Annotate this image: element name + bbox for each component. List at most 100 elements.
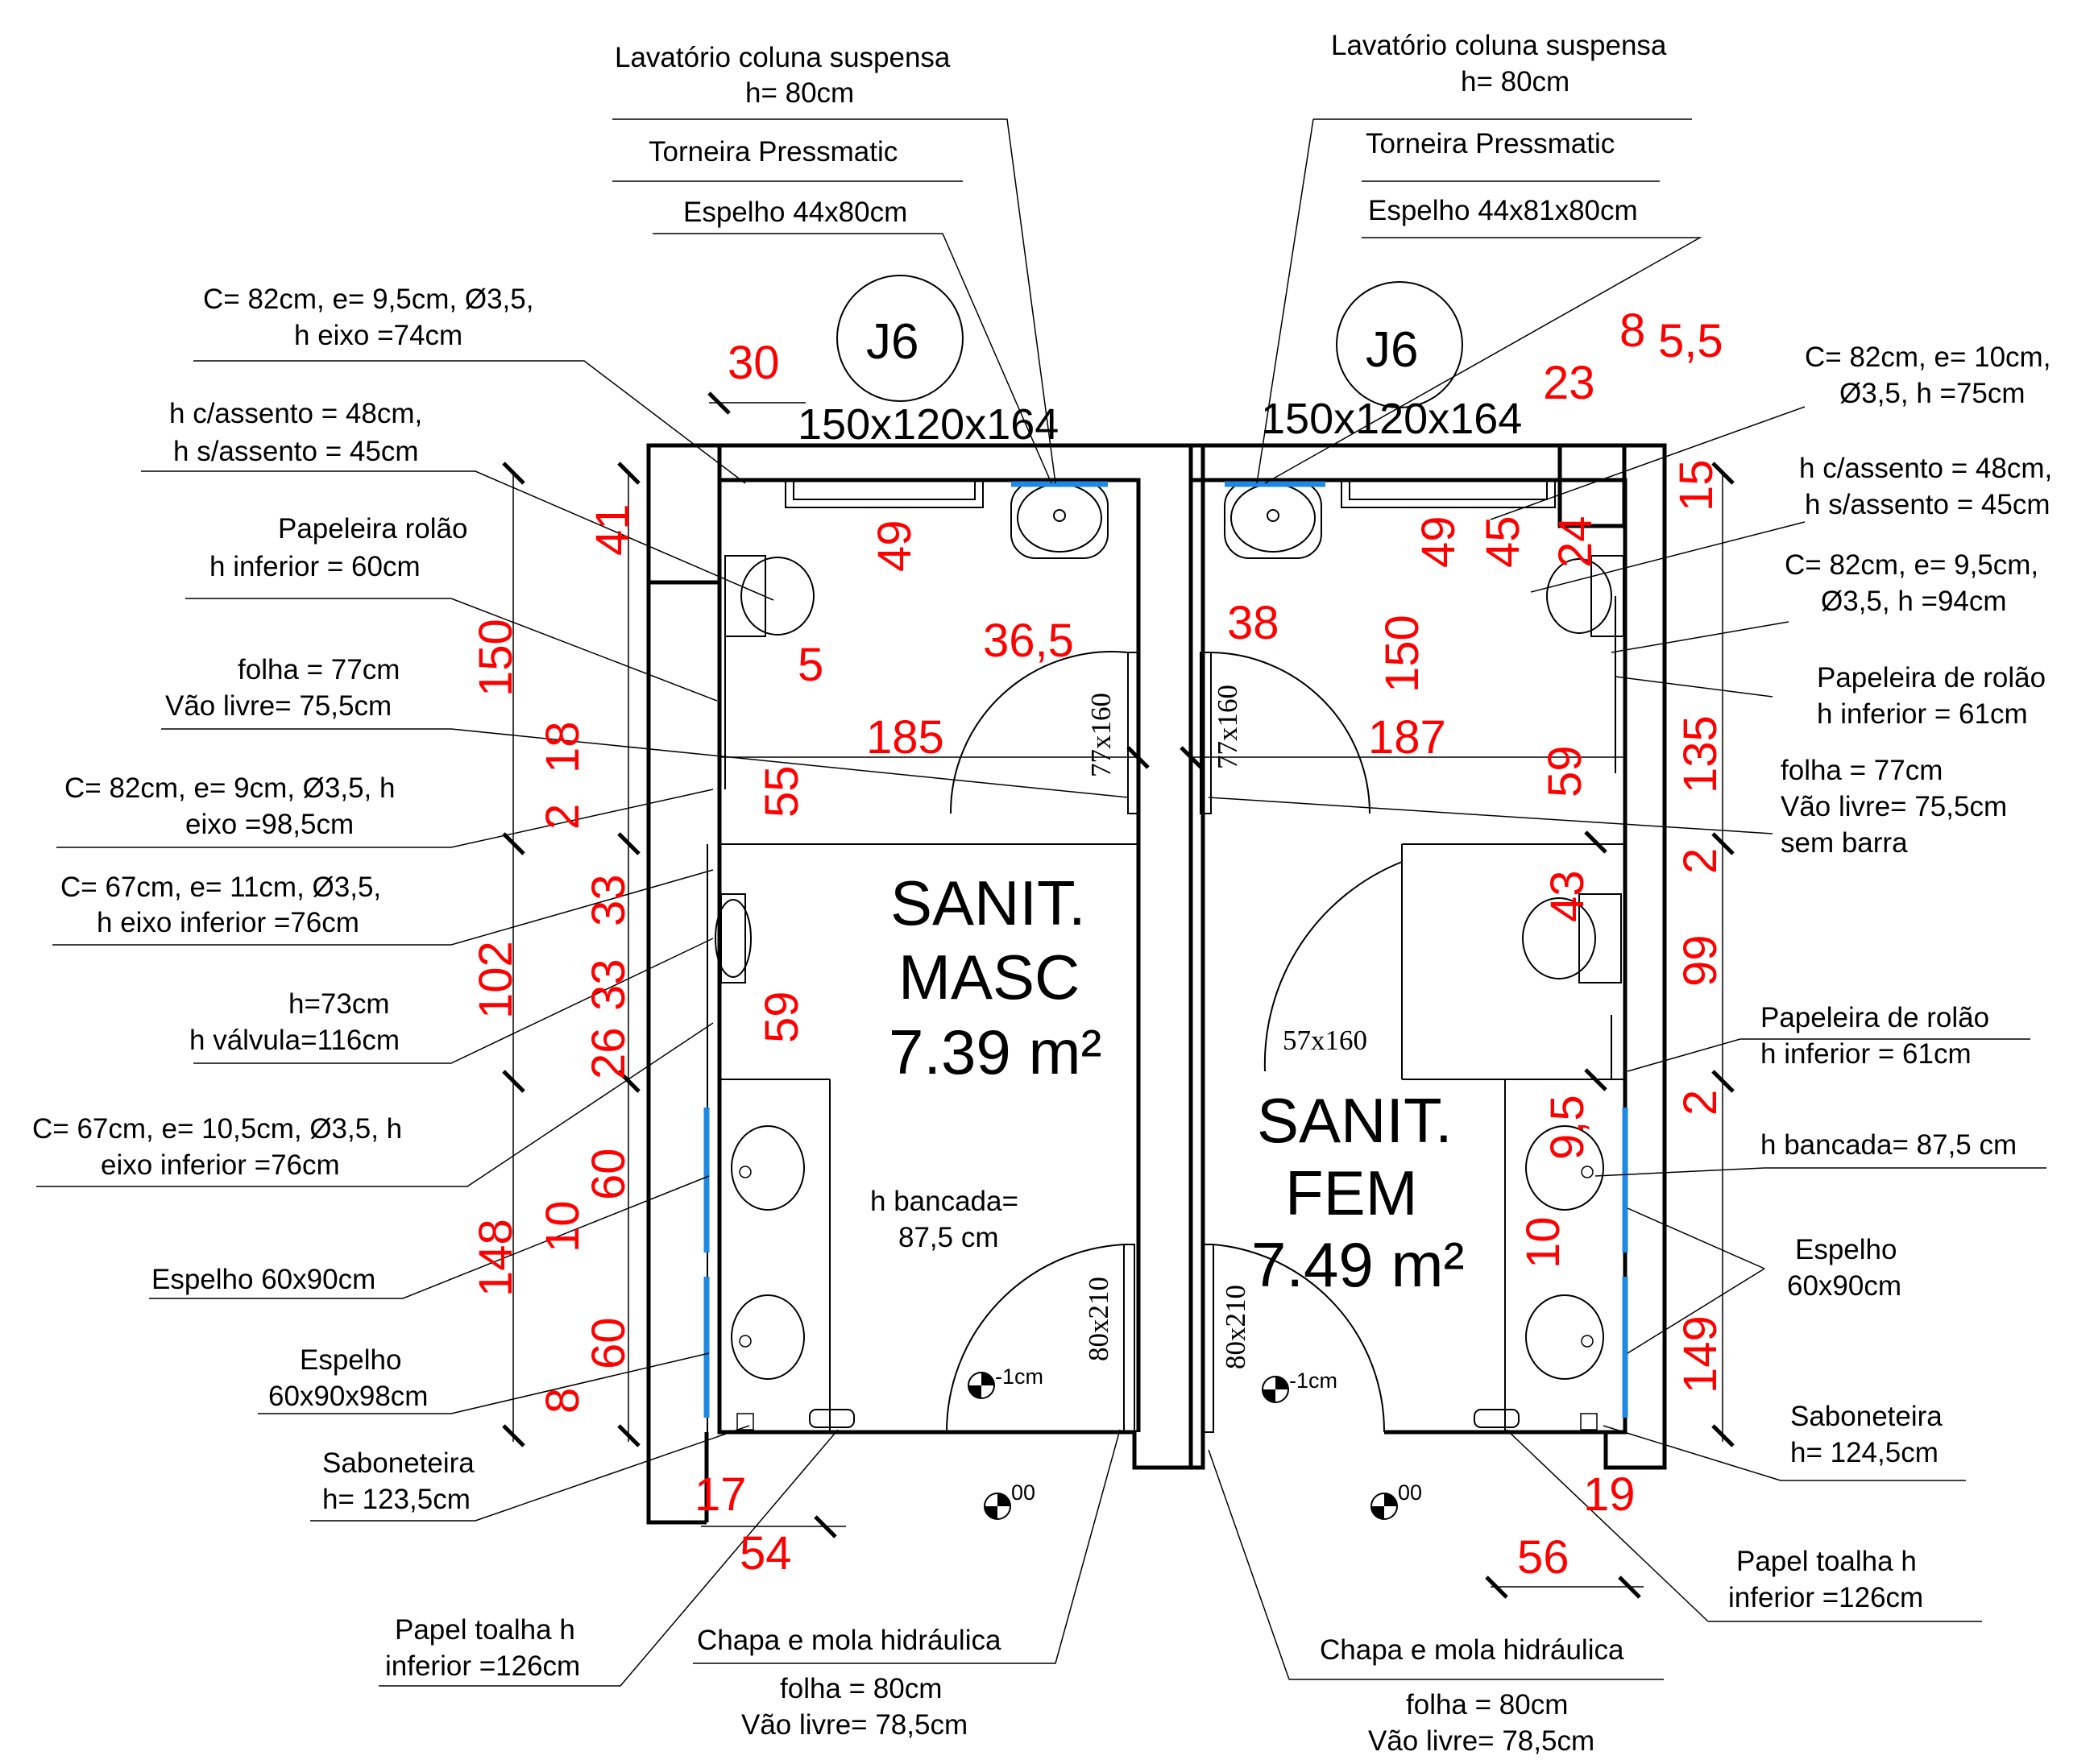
dim-36-5: 36,5	[983, 615, 1074, 667]
room-fem-line1: SANIT.	[1257, 1085, 1453, 1156]
dim-99: 99	[1674, 934, 1727, 987]
dim-135: 135	[1674, 715, 1727, 793]
dim-33-b: 33	[583, 959, 635, 1011]
note-mict-left-2: h válvula=116cm	[189, 1025, 400, 1056]
dim-5-5: 5,5	[1658, 315, 1723, 367]
note-assento-right-2: h s/assento = 45cm	[1805, 489, 2050, 520]
fixtures	[715, 481, 1624, 1431]
tag-right: J6	[1366, 322, 1418, 378]
note-barra1-right-1: C= 82cm, e= 10cm,	[1805, 342, 2050, 373]
dim-49-right: 49	[1412, 516, 1465, 568]
note-barra4-left-2: eixo inferior =76cm	[101, 1149, 340, 1181]
dim-10-right: 10	[1517, 1216, 1569, 1269]
note-esp60-left: Espelho 60x90cm	[151, 1264, 375, 1295]
note-bancada-left-2: 87,5 cm	[898, 1222, 999, 1253]
note-assento-left-2: h s/assento = 45cm	[173, 436, 418, 467]
level-masc-inner: -1cm	[995, 1364, 1043, 1389]
note-barra2-left-1: C= 82cm, e= 9cm, Ø3,5, h	[64, 772, 395, 804]
note-assento-right-1: h c/assento = 48cm,	[1799, 453, 2052, 484]
note-folha80-left-2: Vão livre= 78,5cm	[741, 1709, 968, 1741]
note-espelho-top-left: Espelho 44x80cm	[683, 197, 907, 228]
red-dimensions: 30 41 49 36,5 5 150 185 18 2 55 102 33 3…	[470, 304, 1727, 1584]
note-lav-right-1: Lavatório coluna suspensa	[1331, 30, 1667, 61]
note-papel-left-2: h inferior = 60cm	[209, 551, 421, 582]
note-torneira-right: Torneira Pressmatic	[1366, 128, 1615, 159]
dim-60-a: 60	[583, 1148, 635, 1200]
note-barra1-left-1: C= 82cm, e= 9,5cm, Ø3,5,	[203, 284, 533, 315]
dim-149: 149	[1674, 1315, 1727, 1393]
dim-150-left: 150	[470, 619, 522, 697]
level-markers	[968, 1372, 1398, 1520]
note-folha-left-2: Vão livre= 75,5cm	[165, 690, 392, 722]
note-barra1-left-2: h eixo =74cm	[294, 320, 462, 351]
room-fem-area: 7.49 m²	[1251, 1229, 1464, 1300]
tag-circle-right	[1336, 281, 1463, 408]
dim-23: 23	[1543, 357, 1595, 409]
note-barra2-left-2: eixo =98,5cm	[185, 809, 354, 840]
note-papel2-right-1: Papeleira de rolão	[1760, 1002, 1989, 1033]
dim-24: 24	[1549, 516, 1602, 568]
note-toalha-left-1: Papel toalha h	[395, 1614, 575, 1646]
note-bancada-left-1: h bancada=	[870, 1186, 1018, 1217]
room-masc-line2: MASC	[898, 942, 1080, 1012]
leader-lines	[36, 118, 2046, 1687]
dim-60-b: 60	[583, 1317, 635, 1369]
note-sab-left-1: Saboneteira	[322, 1447, 475, 1479]
room-masc-line1: SANIT.	[890, 868, 1086, 938]
dim-38: 38	[1227, 597, 1279, 649]
note-bancada-right: h bancada= 87,5 cm	[1760, 1129, 2017, 1161]
walls	[646, 443, 1667, 1525]
dim-49-left: 49	[869, 520, 921, 572]
note-toalha-right-1: Papel toalha h	[1736, 1546, 1917, 1577]
note-lav-left-1: Lavatório coluna suspensa	[615, 42, 951, 73]
note-sab-left-2: h= 123,5cm	[322, 1484, 471, 1515]
dim-18: 18	[537, 721, 589, 773]
dim-8-right: 8	[1619, 304, 1645, 357]
note-barra3-left-1: C= 67cm, e= 11cm, Ø3,5,	[60, 872, 381, 903]
note-barra3-left-2: h eixo inferior =76cm	[97, 907, 359, 938]
note-mict-left-1: h=73cm	[288, 988, 390, 1020]
dim-15: 15	[1670, 459, 1723, 511]
note-folha-left-1: folha = 77cm	[238, 654, 400, 685]
dim-2-right-a: 2	[1674, 848, 1727, 874]
dim-19: 19	[1583, 1468, 1636, 1521]
note-barra2-right-2: Ø3,5, h =94cm	[1821, 586, 2007, 617]
note-folha-right-3: sem barra	[1781, 827, 1908, 859]
note-esp98-left-2: 60x90x98cm	[268, 1381, 428, 1412]
note-assento-left-1: h c/assento = 48cm,	[169, 398, 422, 429]
note-papel-right-1: Papeleira de rolão	[1817, 662, 2046, 694]
note-esp-right-1: Espelho	[1795, 1234, 1897, 1265]
dim-9-5: 9,5	[1541, 1095, 1594, 1160]
note-espelho-top-right: Espelho 44x81x80cm	[1368, 195, 1638, 226]
dim-148: 148	[470, 1219, 522, 1297]
level-fem-inner: -1cm	[1289, 1369, 1337, 1393]
note-chapa-right: Chapa e mola hidráulica	[1320, 1634, 1624, 1666]
door-fem-stall: 57x160	[1283, 1025, 1367, 1056]
dim-33-a: 33	[583, 874, 635, 926]
level-fem-outer: 00	[1398, 1480, 1422, 1505]
note-folha80-right-2: Vão livre= 78,5cm	[1368, 1725, 1594, 1757]
note-toalha-right-2: inferior =126cm	[1728, 1582, 1923, 1613]
note-chapa-left: Chapa e mola hidráulica	[697, 1625, 1001, 1656]
doors	[945, 651, 1403, 1433]
note-barra2-right-1: C= 82cm, e= 9,5cm,	[1785, 549, 2038, 581]
door-masc-entry: 80x210	[1083, 1277, 1114, 1361]
door-masc-main: 77x160	[1085, 693, 1117, 777]
level-masc-outer: 00	[1011, 1480, 1035, 1505]
note-sab-right-1: Saboneteira	[1790, 1401, 1943, 1432]
dim-55: 55	[756, 765, 808, 818]
dim-26: 26	[583, 1027, 635, 1079]
dim-17: 17	[695, 1468, 747, 1521]
note-barra1-right-2: Ø3,5, h =75cm	[1839, 378, 2026, 409]
dim-102: 102	[470, 941, 522, 1019]
tag-circle-left	[836, 275, 964, 402]
dim-8-left: 8	[537, 1388, 589, 1414]
dim-41: 41	[587, 503, 639, 556]
dim-187: 187	[1368, 711, 1446, 764]
size-right: 150x120x164	[1261, 395, 1522, 443]
dimension-lines	[502, 391, 1735, 1599]
note-esp-right-2: 60x90cm	[1787, 1270, 1901, 1302]
door-fem-main: 77x160	[1212, 685, 1243, 769]
dim-56: 56	[1517, 1531, 1569, 1584]
